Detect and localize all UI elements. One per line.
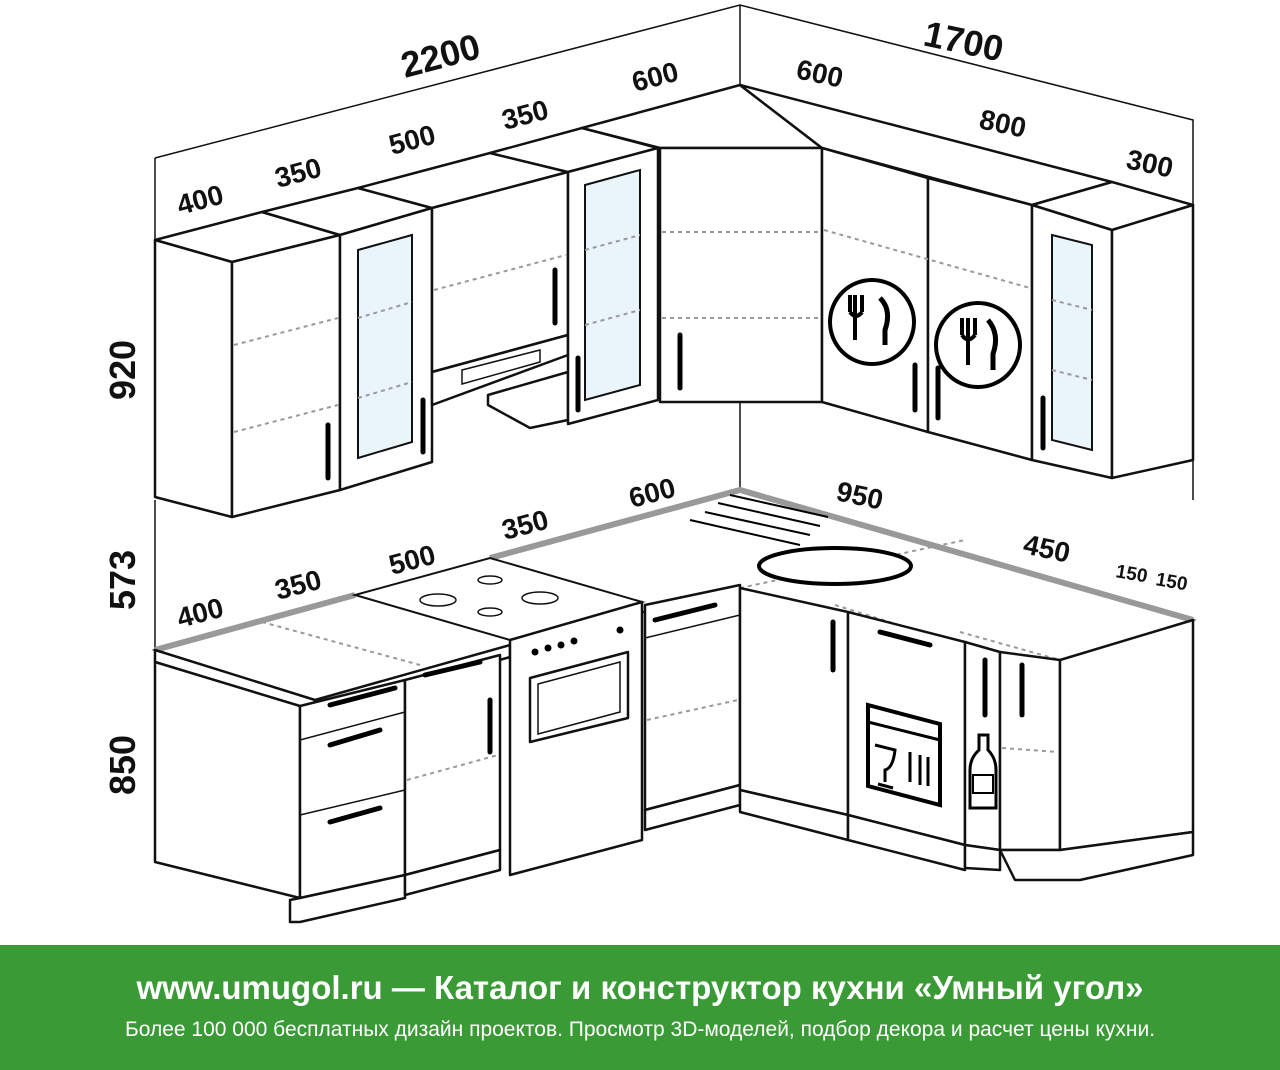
dim-upper-right-1: 600 (794, 54, 846, 94)
dim-lower-left-1: 400 (174, 592, 227, 634)
dim-total-right: 1700 (920, 13, 1007, 70)
dim-upper-left-5: 600 (629, 56, 682, 98)
cutlery-icon (934, 301, 1022, 389)
handle (652, 602, 718, 623)
upper-cabinet-300-glass (1030, 180, 1195, 480)
oven-door (528, 650, 630, 744)
dim-lower-right-2: 450 (1021, 529, 1073, 569)
banner-subtitle: Более 100 000 бесплатных дизайн проектов… (124, 1018, 1156, 1041)
dim-upper-left-3: 500 (386, 119, 439, 161)
sink (689, 494, 913, 586)
banner-title[interactable]: www.umugol.ru — Каталог и конструктор ку… (136, 969, 1144, 1006)
dim-lower-right-3: 150 (1114, 561, 1149, 587)
lower-corner-cabinet (738, 586, 850, 842)
dim-height-lower: 850 (102, 735, 143, 795)
upper-cabinet-500-hood (356, 151, 570, 430)
handle (877, 629, 933, 648)
lower-cabinet-350-2 (643, 583, 742, 832)
dim-lower-left-2: 350 (272, 564, 325, 606)
upper-cabinet-350-glass (260, 186, 434, 492)
dim-upper-left-1: 400 (174, 179, 227, 221)
dim-upper-right-3: 300 (1124, 144, 1176, 184)
upper-cabinet-800 (738, 83, 1114, 462)
lower-cabinet-400-drawers (153, 660, 407, 924)
handle (327, 727, 383, 748)
promo-banner: www.umugol.ru — Каталог и конструктор ку… (0, 945, 1280, 1070)
dim-upper-left-2: 350 (272, 152, 325, 194)
kitchen-diagram: 2200 1700 400 350 500 350 600 600 800 30… (102, 4, 1197, 924)
dishwasher (846, 610, 967, 872)
dim-height-upper: 920 (102, 340, 143, 400)
handle (327, 805, 383, 825)
corner-end-cabinet (998, 618, 1195, 882)
bottle-icon (968, 733, 998, 810)
oven-cabinet-500 (508, 600, 644, 877)
handle (422, 659, 483, 678)
dim-lower-right-4: 150 (1154, 569, 1189, 595)
lower-cabinet-350 (403, 653, 502, 897)
dim-upper-left-4: 350 (499, 94, 552, 136)
dim-height-gap: 573 (102, 550, 143, 610)
dim-lower-right-1: 950 (834, 476, 886, 516)
bottle-cabinet-150 (963, 640, 1002, 872)
dim-upper-right-2: 800 (977, 104, 1029, 144)
cutlery-icon (828, 278, 916, 366)
upper-cabinet-400 (153, 210, 342, 519)
upper-cabinet-350-glass-2 (488, 126, 660, 426)
handle (327, 685, 398, 708)
dishwasher-icon (866, 702, 942, 808)
dim-total-left: 2200 (396, 25, 484, 85)
dim-lower-left-4: 350 (499, 504, 552, 546)
